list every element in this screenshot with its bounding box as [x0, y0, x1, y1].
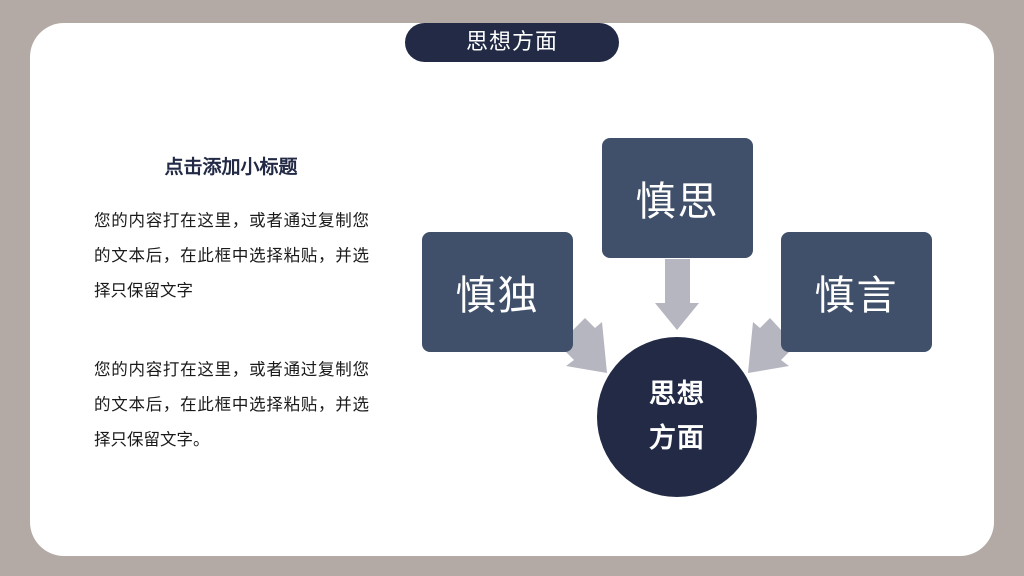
page-title: 思想方面 [405, 23, 619, 62]
body-paragraph-2[interactable]: 您的内容打在这里，或者通过复制您的文本后，在此框中选择粘贴，并选择只保留文字。 [94, 360, 369, 449]
section-subtitle[interactable]: 点击添加小标题 [164, 156, 298, 178]
arrow-down-icon [655, 259, 699, 330]
arrow-down-left-icon [748, 318, 791, 373]
body-paragraph-1[interactable]: 您的内容打在这里，或者通过复制您的文本后，在此框中选择粘贴，并选择只保留文字 [94, 211, 369, 300]
diagram-box-top[interactable]: 慎思 [602, 138, 753, 258]
diagram-box-right[interactable]: 慎言 [781, 232, 932, 352]
arrow-down-right-icon [564, 318, 607, 373]
diagram-center-label: 思想方面 [649, 379, 705, 454]
diagram-box-left[interactable]: 慎独 [422, 232, 573, 352]
diagram-center-circle[interactable]: 思想方面 [597, 337, 757, 497]
